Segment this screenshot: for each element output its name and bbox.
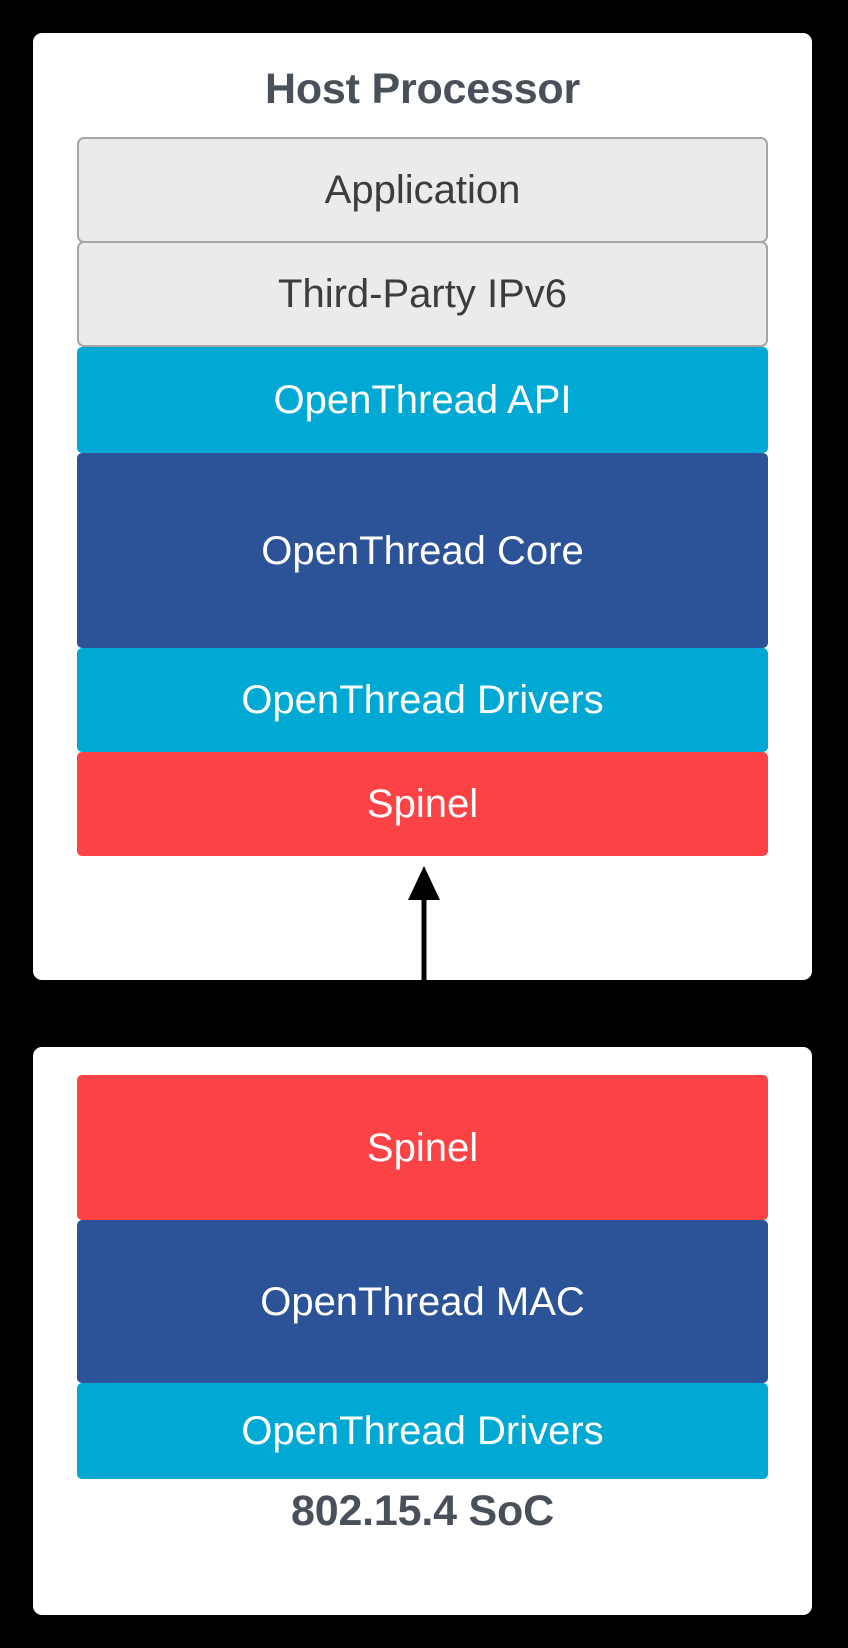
layer-openthread-mac: OpenThread MAC bbox=[77, 1220, 768, 1383]
soc-layer-stack: Spinel OpenThread MAC OpenThread Drivers bbox=[77, 1075, 768, 1479]
layer-label: OpenThread Drivers bbox=[241, 678, 604, 722]
layer-third-party-ipv6: Third-Party IPv6 bbox=[77, 241, 768, 347]
layer-label: OpenThread Core bbox=[261, 528, 584, 573]
host-processor-title: Host Processor bbox=[264, 65, 581, 113]
layer-openthread-drivers-soc: OpenThread Drivers bbox=[77, 1383, 768, 1479]
layer-openthread-drivers: OpenThread Drivers bbox=[77, 648, 768, 752]
layer-label: OpenThread MAC bbox=[260, 1279, 585, 1324]
layer-openthread-core: OpenThread Core bbox=[77, 453, 768, 648]
soc-title: 802.15.4 SoC bbox=[291, 1487, 554, 1535]
layer-label: Spinel bbox=[366, 782, 479, 826]
host-processor-layer-stack: Application Third-Party IPv6 OpenThread … bbox=[77, 137, 768, 856]
layer-label: OpenThread Drivers bbox=[241, 1409, 604, 1453]
host-processor-card: Host Processor Application Third-Party I… bbox=[33, 33, 812, 980]
layer-openthread-api: OpenThread API bbox=[77, 347, 768, 453]
layer-label: Spinel bbox=[366, 1125, 479, 1170]
soc-card: Spinel OpenThread MAC OpenThread Drivers… bbox=[33, 1047, 812, 1615]
layer-spinel-soc: Spinel bbox=[77, 1075, 768, 1220]
layer-label: Application bbox=[324, 168, 521, 212]
layer-application: Application bbox=[77, 137, 768, 243]
layer-label: OpenThread API bbox=[273, 378, 572, 422]
layer-label: Third-Party IPv6 bbox=[278, 272, 567, 316]
layer-spinel-host: Spinel bbox=[77, 752, 768, 856]
